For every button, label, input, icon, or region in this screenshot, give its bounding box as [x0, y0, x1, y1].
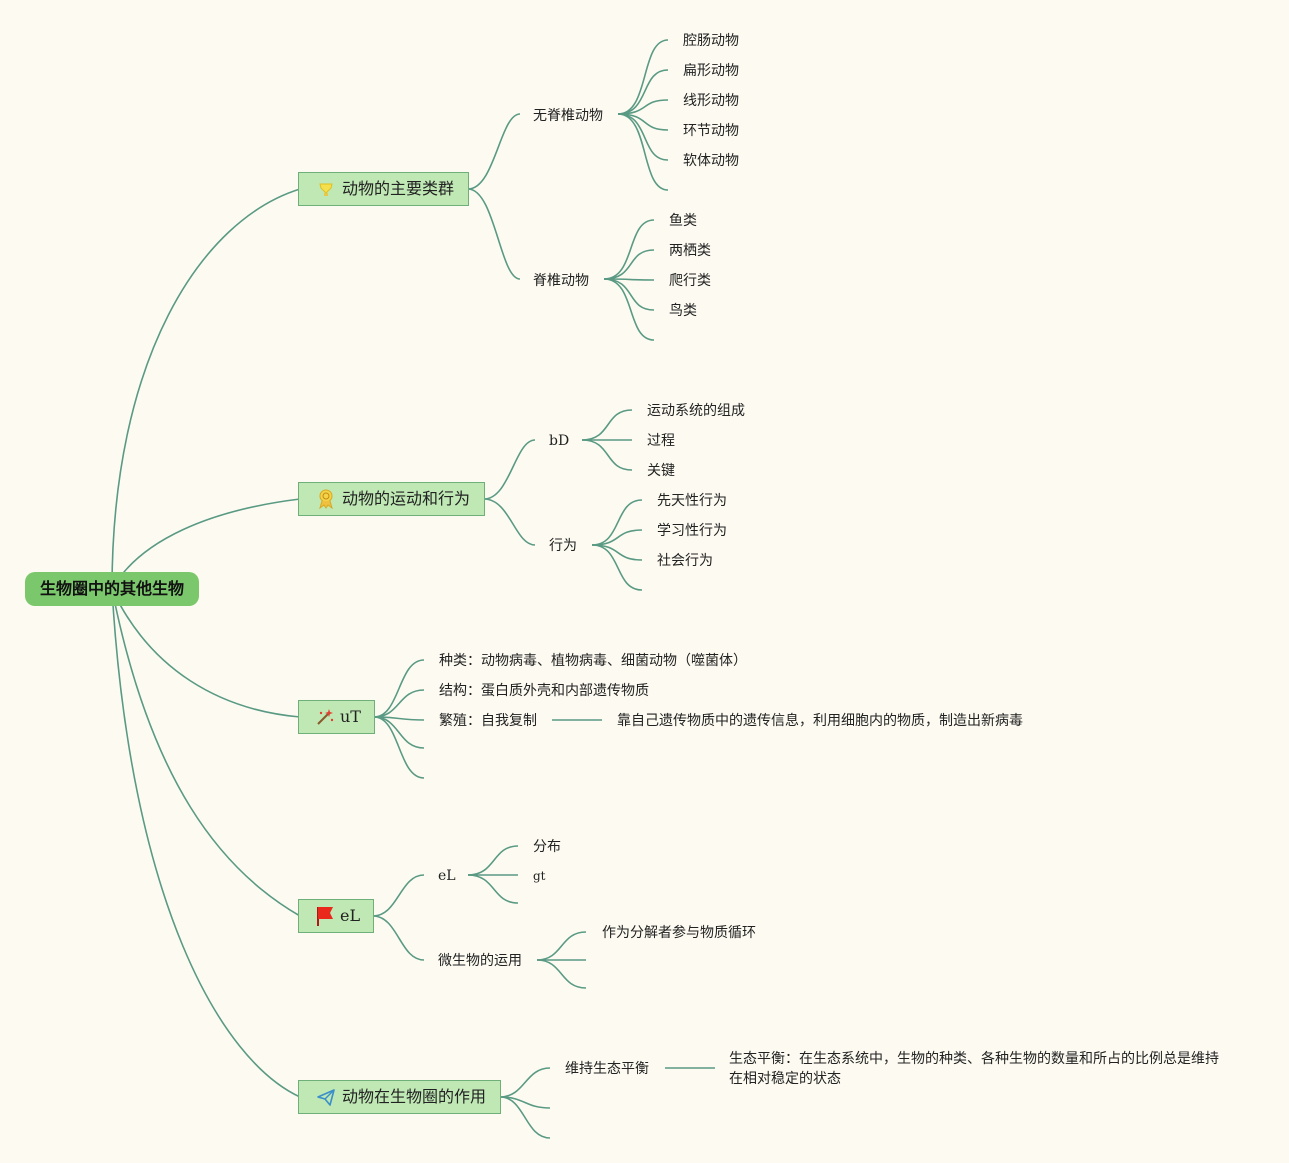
leaf-item[interactable]: 作为分解者参与物质循环: [602, 925, 756, 941]
leaf-item[interactable]: gt: [533, 869, 546, 883]
flag-icon: [315, 905, 335, 927]
topic-ut[interactable]: uT: [298, 700, 375, 734]
leaf-item[interactable]: 两栖类: [669, 243, 711, 259]
detail-note-line1[interactable]: 生态平衡：在生态系统中，生物的种类、各种生物的数量和所占的比例总是维持: [729, 1051, 1219, 1067]
topic-animal-role[interactable]: 动物在生物圈的作用: [298, 1080, 501, 1114]
medal-icon: [315, 488, 337, 510]
root-label: 生物圈中的其他生物: [39, 579, 184, 598]
topic-label: uT: [340, 707, 361, 726]
subtopic-microbe-use[interactable]: 微生物的运用: [438, 953, 522, 969]
leaf-item[interactable]: 腔肠动物: [683, 33, 739, 49]
subtopic-vertebrates[interactable]: 脊椎动物: [533, 273, 589, 289]
leaf-item[interactable]: 社会行为: [657, 553, 713, 569]
topic-label: eL: [340, 906, 361, 925]
leaf-item[interactable]: 软体动物: [683, 153, 739, 169]
leaf-item[interactable]: 分布: [533, 839, 561, 855]
leaf-item[interactable]: 种类：动物病毒、植物病毒、细菌动物（噬菌体）: [439, 653, 747, 669]
topic-label: 动物在生物圈的作用: [341, 1087, 486, 1106]
topic-el[interactable]: eL: [298, 899, 374, 933]
leaf-item[interactable]: 结构：蛋白质外壳和内部遗传物质: [439, 683, 649, 699]
leaf-item[interactable]: 鱼类: [669, 213, 697, 229]
leaf-item[interactable]: 鸟类: [669, 303, 697, 319]
edge-root-b5: [111, 588, 301, 1098]
subtopic-behavior[interactable]: 行为: [549, 538, 577, 554]
leaf-item[interactable]: 环节动物: [683, 123, 739, 139]
edge-root-b2: [111, 498, 301, 590]
topic-animal-groups[interactable]: 动物的主要类群: [298, 172, 469, 206]
leaf-item[interactable]: 学习性行为: [657, 523, 727, 539]
detail-note[interactable]: 靠自己遗传物质中的遗传信息，利用细胞内的物质，制造出新病毒: [617, 713, 1023, 729]
magic-wand-icon: [315, 706, 335, 728]
leaf-item[interactable]: 繁殖：自我复制: [439, 713, 537, 729]
leaf-item[interactable]: 关键: [647, 463, 675, 479]
leaf-item[interactable]: 运动系统的组成: [647, 403, 745, 419]
leaf-item[interactable]: 先天性行为: [657, 493, 727, 509]
paper-plane-icon: [315, 1086, 337, 1108]
edge-root-b4: [111, 588, 301, 917]
topic-label: 动物的主要类群: [341, 179, 454, 198]
topic-label: 动物的运动和行为: [341, 489, 470, 508]
subtopic-el[interactable]: eL: [438, 868, 456, 884]
leaf-item[interactable]: 扁形动物: [683, 63, 739, 79]
subtopic-bd[interactable]: bD: [549, 433, 570, 449]
subtopic-invertebrates[interactable]: 无脊椎动物: [533, 108, 603, 124]
lightbulb-icon: [315, 178, 337, 200]
leaf-item[interactable]: 爬行类: [669, 273, 711, 289]
leaf-item[interactable]: 线形动物: [683, 93, 739, 109]
edge-root-b1: [111, 188, 301, 590]
topic-animal-movement[interactable]: 动物的运动和行为: [298, 482, 485, 516]
root-topic[interactable]: 生物圈中的其他生物: [25, 572, 199, 606]
edge-root-b3: [111, 588, 301, 718]
detail-note-line2[interactable]: 在相对稳定的状态: [729, 1071, 841, 1087]
leaf-item[interactable]: 维持生态平衡: [565, 1061, 649, 1077]
leaf-item[interactable]: 过程: [647, 433, 675, 449]
